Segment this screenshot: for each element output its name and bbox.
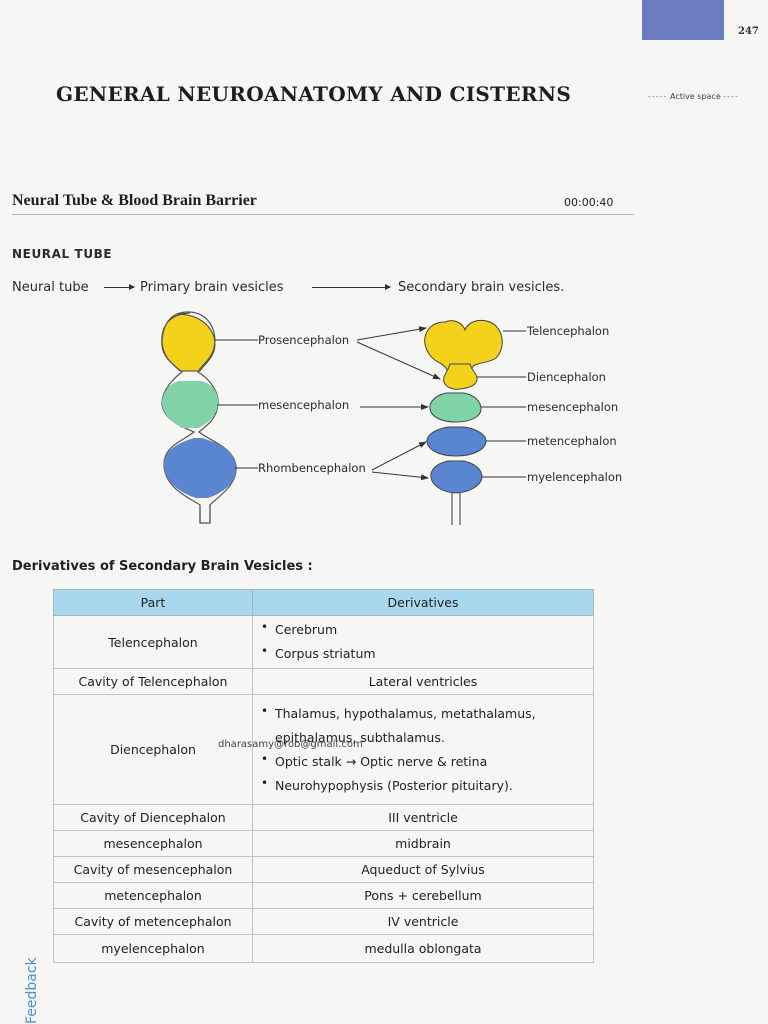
mesencephalon-vesicle xyxy=(429,392,482,423)
label-prosencephalon: Prosencephalon xyxy=(258,333,349,347)
diencephalon-vesicle xyxy=(443,363,478,390)
table-row: myelencephalon medulla oblongata xyxy=(53,934,594,963)
table-row: mesencephalon midbrain xyxy=(53,830,594,857)
cell-part: Cavity of Telencephalon xyxy=(53,668,253,695)
cell-derivatives: III ventricle xyxy=(252,804,594,831)
cell-derivatives: Aqueduct of Sylvius xyxy=(252,856,594,883)
label-telencephalon: Telencephalon xyxy=(526,324,609,338)
cell-derivatives: midbrain xyxy=(252,830,594,857)
feedback-tab[interactable]: Feedback xyxy=(6,957,40,1024)
cell-part: metencephalon xyxy=(53,882,253,909)
watermark: dharasamy@rob@gmail.com xyxy=(218,739,363,750)
chapter-title: GENERAL NEUROANATOMY AND CISTERNS xyxy=(56,82,572,106)
feedback-label: Feedback xyxy=(24,957,40,1024)
label-rhombencephalon: Rhombencephalon xyxy=(258,461,366,475)
column-header-derivatives: Derivatives xyxy=(252,589,594,616)
metencephalon-vesicle xyxy=(426,426,487,457)
cell-derivatives: Lateral ventricles xyxy=(252,668,594,695)
page-number: 247 xyxy=(738,26,759,37)
table-row: Cavity of Telencephalon Lateral ventricl… xyxy=(53,668,594,695)
cell-derivatives: Thalamus, hypothalamus, metathalamus, ep… xyxy=(252,694,594,805)
label-metencephalon: metencephalon xyxy=(527,434,617,448)
cell-derivatives: IV ventricle xyxy=(252,908,594,935)
cell-part: Diencephalon xyxy=(53,694,253,805)
derivative-item: Thalamus, hypothalamus, metathalamus, ep… xyxy=(261,699,589,750)
label-secondary-mesencephalon: mesencephalon xyxy=(527,400,618,414)
section-divider xyxy=(12,214,634,215)
cell-part: Cavity of metencephalon xyxy=(53,908,253,935)
prosencephalon-vesicle xyxy=(161,312,216,372)
cell-derivatives: Pons + cerebellum xyxy=(252,882,594,909)
cell-part: Cavity of mesencephalon xyxy=(53,856,253,883)
table-row: Telencephalon Cerebrum Corpus striatum xyxy=(53,615,594,669)
derivative-item: Neurohypophysis (Posterior pituitary). xyxy=(261,771,589,798)
page-tab-marker xyxy=(642,0,724,40)
label-myelencephalon: myelencephalon xyxy=(527,470,622,484)
secondary-vesicles xyxy=(424,319,503,525)
column-header-part: Part xyxy=(53,589,253,616)
table-header-row: Part Derivatives xyxy=(53,589,594,616)
table-row: Cavity of Diencephalon III ventricle xyxy=(53,804,594,831)
brain-vesicles-diagram: Prosencephalon mesencephalon Rhombenceph… xyxy=(161,311,622,525)
active-space-label: ----- Active space ---- xyxy=(648,92,739,101)
flow-step-secondary: Secondary brain vesicles. xyxy=(398,280,565,295)
cell-derivatives: medulla oblongata xyxy=(252,934,594,963)
derivative-item: Corpus striatum xyxy=(261,639,589,666)
table-row: Cavity of mesencephalon Aqueduct of Sylv… xyxy=(53,856,594,883)
section-title: Neural Tube & Blood Brain Barrier xyxy=(12,192,257,209)
table-row: metencephalon Pons + cerebellum xyxy=(53,882,594,909)
cell-part: Telencephalon xyxy=(53,615,253,669)
derivative-item: Cerebrum xyxy=(261,615,589,642)
flow-step-neural-tube: Neural tube xyxy=(12,280,89,295)
table-row: Cavity of metencephalon IV ventricle xyxy=(53,908,594,935)
video-timestamp[interactable]: 00:00:40 xyxy=(564,196,614,209)
primary-vesicles xyxy=(161,311,237,524)
derivatives-heading: Derivatives of Secondary Brain Vesicles … xyxy=(12,559,313,574)
cell-derivatives: Cerebrum Corpus striatum xyxy=(252,615,594,669)
derivatives-table: Part Derivatives Telencephalon Cerebrum … xyxy=(53,589,594,963)
label-diencephalon: Diencephalon xyxy=(527,370,606,384)
flow-arrow-1 xyxy=(104,284,135,290)
cell-part: Cavity of Diencephalon xyxy=(53,804,253,831)
flow-step-primary: Primary brain vesicles xyxy=(140,280,284,295)
table-row: Diencephalon Thalamus, hypothalamus, met… xyxy=(53,694,594,805)
active-space-text: Active space xyxy=(669,92,721,101)
cell-part: myelencephalon xyxy=(53,934,253,963)
neural-tube-heading: NEURAL TUBE xyxy=(12,247,113,261)
cell-part: mesencephalon xyxy=(53,830,253,857)
label-primary-mesencephalon: mesencephalon xyxy=(258,398,349,412)
derivative-item: Optic stalk → Optic nerve & retina xyxy=(261,747,589,774)
myelencephalon-vesicle xyxy=(430,460,483,494)
flow-arrow-2 xyxy=(312,284,391,290)
